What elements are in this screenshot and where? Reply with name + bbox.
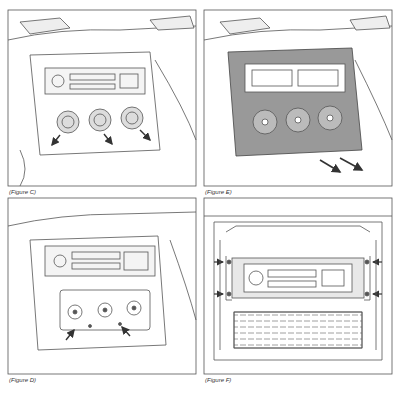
figure-label: (Figure F) bbox=[205, 377, 231, 383]
figure-label: (Figure D) bbox=[9, 377, 36, 383]
figure-label: (Figure E) bbox=[205, 189, 232, 195]
figure-label: (Figure C) bbox=[9, 189, 36, 195]
